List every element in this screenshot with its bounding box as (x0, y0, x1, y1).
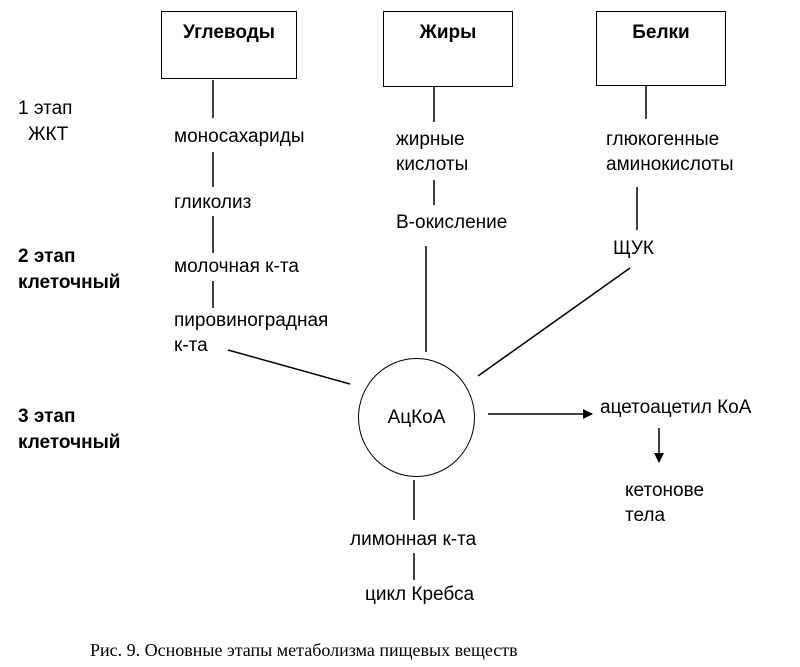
stage-2-label: 2 этап (18, 246, 76, 267)
glycolysis-label: гликолиз (174, 192, 252, 213)
pyruvic-acid-label: пировиноградная (174, 310, 329, 331)
ketone-bodies-sublabel: тела (625, 505, 666, 526)
carbs-box: Углеводы (161, 11, 297, 79)
carbs-box-label: Углеводы (183, 22, 275, 43)
fats-box-label: Жиры (419, 22, 477, 43)
oaa-label: ЩУК (613, 238, 654, 259)
acetyl-coa-circle: АцКоА (358, 358, 475, 477)
ketone-bodies-label: кетонове (625, 480, 705, 501)
acetoacetyl-coa-label: ацетоацетил КоА (600, 397, 752, 418)
krebs-cycle-label: цикл Кребса (365, 584, 475, 605)
proteins-box: Белки (596, 11, 726, 86)
fatty-acids-label: жирные (396, 129, 465, 150)
stage-2-sublabel: клеточный (18, 272, 121, 293)
glucogenic-amino-acids-sublabel: аминокислоты (606, 154, 734, 175)
stage-3-label: 3 этап (18, 406, 76, 427)
stage-1-sublabel: ЖКТ (28, 124, 69, 145)
fats-box: Жиры (383, 11, 513, 87)
proteins-box-label: Белки (632, 22, 690, 43)
pyruvic-acid-sublabel: к-та (174, 335, 208, 356)
acetyl-coa-label: АцКоА (387, 406, 446, 428)
monosaccharides-label: моносахариды (174, 126, 305, 147)
stage-3-sublabel: клеточный (18, 432, 121, 453)
figure-caption: Рис. 9. Основные этапы метаболизма пищев… (90, 640, 518, 660)
fatty-acids-sublabel: кислоты (396, 154, 469, 175)
line-oaa-to-acetylcoa (477, 267, 631, 377)
line-pyruvic-to-acetylcoa (227, 349, 351, 385)
glucogenic-amino-acids-label: глюкогенные (606, 129, 720, 150)
beta-oxidation-label: В-окисление (396, 212, 508, 233)
lactic-acid-label: молочная к-та (174, 256, 299, 277)
citric-acid-label: лимонная к-та (350, 529, 477, 550)
stage-1-label: 1 этап (18, 98, 73, 119)
